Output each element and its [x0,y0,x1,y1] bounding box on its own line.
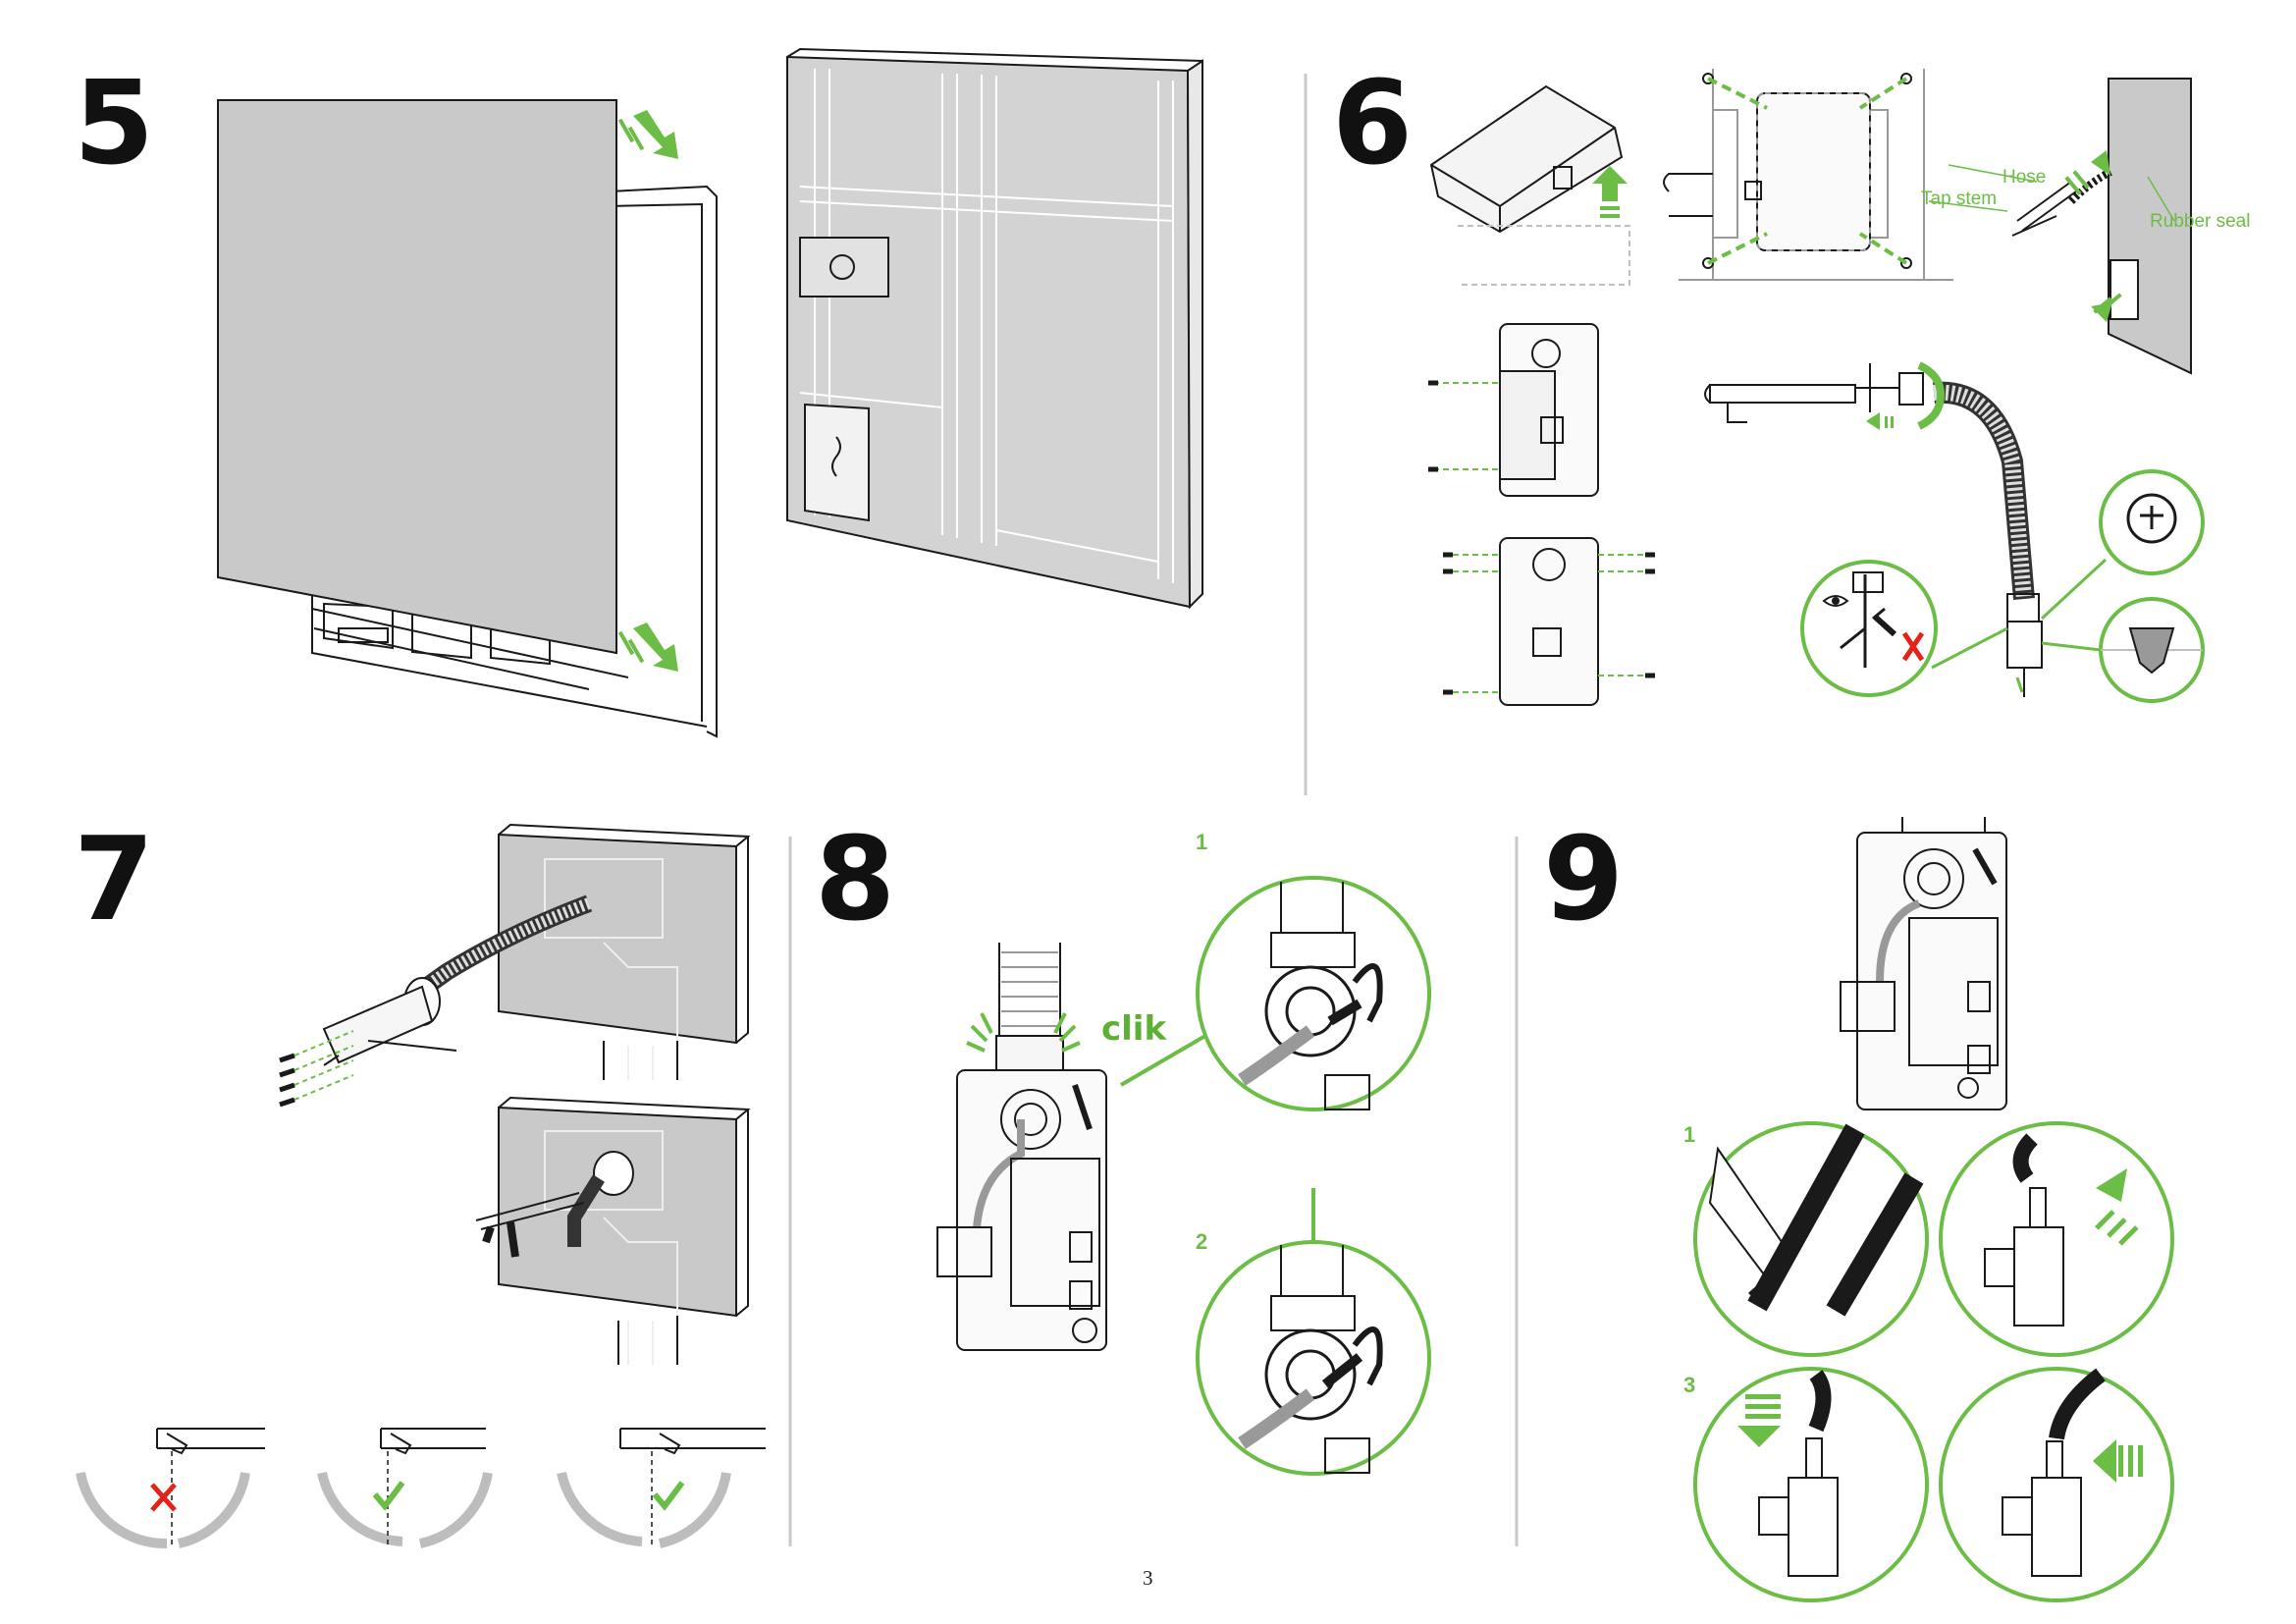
step7-wall-bottom [475,1096,751,1365]
step5-wall-frame [786,47,1203,610]
rotate-icon [1917,361,1946,430]
step7-wall-top [279,823,751,1108]
arrow-icon [617,110,678,672]
eye-icon [1822,595,1849,607]
step5-panel [217,99,617,655]
step8-substep-2: 2 [1196,1229,1208,1254]
check-icon [372,1481,685,1511]
step6-backplate-top [1428,323,1599,497]
clik-label: clik [1101,1009,1167,1049]
step9-detail-2 [1939,1121,2174,1357]
step9-detail-3 [1693,1367,1929,1602]
step6-backplate-bottom [1443,537,1655,706]
step8-substep-1: 1 [1196,830,1208,854]
step8-detail-1 [1196,876,1431,1111]
step7-bad-position [76,1428,265,1549]
step-number-8: 8 [815,811,895,947]
step-number-6: 6 [1332,55,1413,190]
arrow-icon [1592,166,1628,218]
step-number-9: 9 [1543,811,1624,947]
arrow-icon [2064,150,2122,322]
page-number: 3 [1143,1566,1153,1590]
step9-substep-3: 3 [1683,1373,1696,1397]
hose-label: Hose [2002,167,2047,188]
step7-ok-position-2 [557,1428,766,1548]
arrow-icon [1737,1168,2143,1483]
step-number-7: 7 [74,811,154,947]
step7-ok-position-1 [317,1428,493,1548]
step6-hose-assembly [1704,363,2043,697]
arrow-icon [1866,412,1894,430]
tap-stem-label: Tap stem [1921,189,1998,209]
step6-cover-lift [1429,84,1630,286]
cross-icon [1901,631,1925,662]
cross-icon [150,1483,177,1512]
step6-hose-detail [1928,78,2192,375]
step9-unit [1840,817,2007,1110]
screw-guides [1707,77,1908,265]
panel-dividers [788,74,1519,1546]
step8-unit [936,943,1107,1351]
step9-detail-4 [1939,1367,2174,1602]
step9-substep-1: 1 [1683,1122,1696,1147]
step8-detail-2 [1196,1240,1431,1476]
click-marks [966,1012,1315,1242]
step6-detail-circles [1800,469,2205,703]
rubber-seal-label: Rubber seal [2150,211,2251,232]
step6-unit-mount [1663,69,1953,281]
step-number-5: 5 [74,55,154,190]
step5-frame [311,185,718,738]
step9-detail-1 [1693,1121,1929,1357]
